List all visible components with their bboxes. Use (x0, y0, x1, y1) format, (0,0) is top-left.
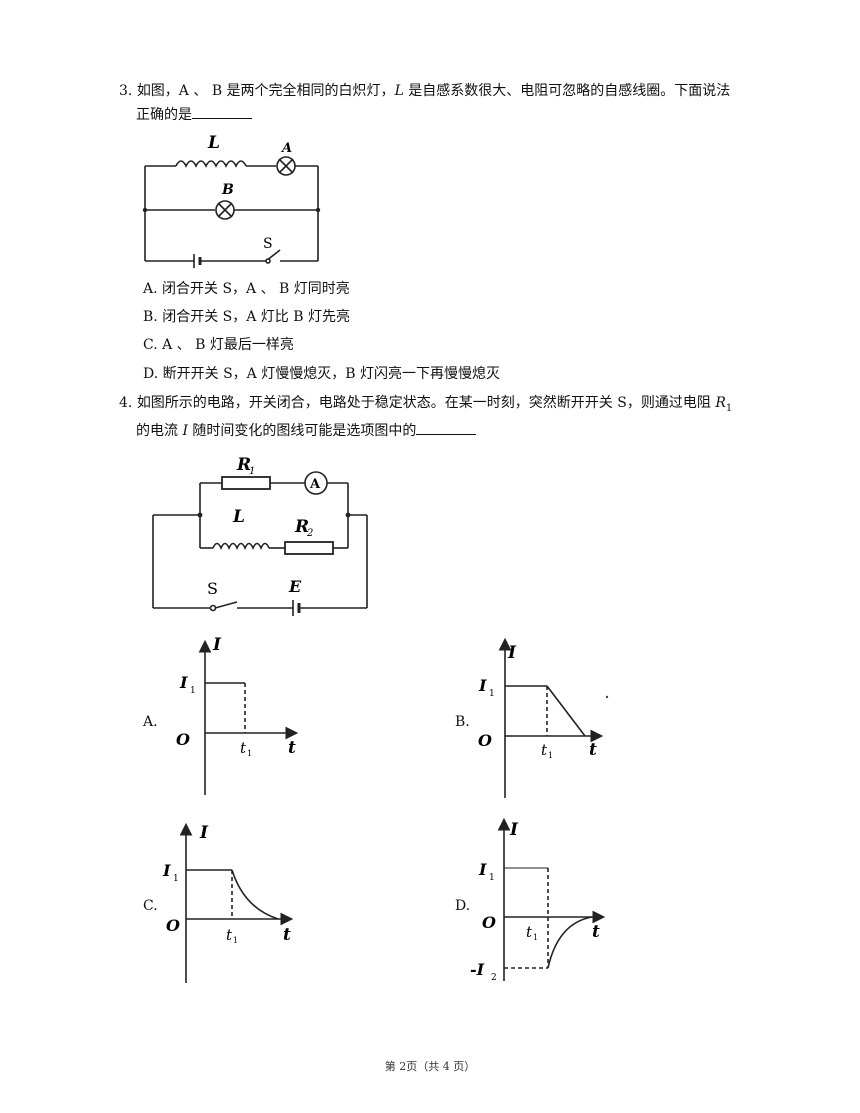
svg-text:1: 1 (489, 689, 495, 699)
graph-d[interactable]: I I 1 O t 1 t -I 2 (468, 813, 618, 985)
q3-option-a[interactable]: A. 闭合开关 S，A 、 B 灯同时亮 (143, 281, 350, 297)
lamp-a-label: A (280, 141, 292, 156)
svg-text:1: 1 (190, 686, 196, 696)
svg-text:2: 2 (491, 973, 497, 983)
q4-stem: 4. 如图所示的电路，开关闭合，电路处于稳定状态。在某一时刻，突然断开开关 S，… (119, 395, 733, 414)
svg-text:1: 1 (548, 751, 553, 760)
svg-text:-I: -I (470, 960, 485, 979)
q3-option-c[interactable]: C. A 、 B 灯最后一样亮 (143, 337, 294, 353)
switch-label: S (263, 236, 273, 252)
graph-b[interactable]: I I 1 O t 1 t (475, 633, 625, 803)
q4-circuit-diagram: R 1 A L R 2 S E (152, 455, 368, 616)
ammeter-label: A (309, 477, 321, 492)
inductor-coil (175, 160, 247, 168)
inductor-label: L (232, 507, 245, 527)
svg-text:t: t (226, 926, 233, 944)
inductor-label: L (207, 133, 220, 153)
answer-blank[interactable] (416, 420, 477, 435)
q3-option-d[interactable]: D. 断开开关 S，A 灯慢慢熄灭，B 灯闪亮一下再慢慢熄灭 (143, 366, 500, 382)
svg-text:I: I (212, 635, 222, 655)
answer-blank[interactable] (192, 104, 252, 119)
svg-text:2: 2 (306, 528, 313, 539)
svg-text:1: 1 (489, 873, 495, 883)
q3-circuit-diagram: L A B S (142, 133, 321, 268)
emf-label: E (288, 577, 302, 596)
lamp-b-label: B (221, 182, 234, 198)
inductor-coil (212, 542, 270, 550)
svg-text:I: I (162, 861, 171, 880)
switch-label: S (207, 579, 218, 598)
svg-text:I: I (478, 676, 487, 695)
resistor-r2 (284, 541, 334, 555)
svg-text:1: 1 (233, 936, 238, 945)
svg-text:I: I (478, 860, 487, 879)
q4-stem-line2: 的电流 I 随时间变化的图线可能是选项图中的 (136, 420, 477, 442)
resistor-r1 (221, 476, 271, 490)
svg-text:I: I (507, 643, 517, 663)
svg-text:t: t (592, 922, 600, 942)
svg-text:O: O (482, 913, 496, 932)
svg-text:O: O (478, 731, 492, 750)
graph-b-label[interactable]: B. (455, 714, 470, 730)
svg-text:t: t (526, 923, 533, 941)
svg-text:t: t (288, 738, 296, 758)
switch-s (214, 601, 238, 609)
svg-text:t: t (283, 925, 291, 945)
graph-d-label[interactable]: D. (455, 898, 471, 914)
svg-text:1: 1 (249, 466, 255, 477)
svg-text:1: 1 (247, 749, 252, 758)
graph-a[interactable]: I I 1 O t 1 t (170, 635, 310, 800)
svg-text:I: I (509, 820, 519, 840)
graph-c-label[interactable]: C. (143, 898, 158, 914)
r2-label: R (294, 517, 309, 537)
r1-label: R (236, 455, 251, 475)
svg-text:t: t (240, 739, 247, 757)
svg-text:t: t (589, 740, 597, 760)
svg-text:1: 1 (173, 874, 179, 884)
graph-a-label[interactable]: A. (143, 714, 158, 730)
page-footer: 第 2页（共 4 页） (384, 1060, 476, 1073)
svg-text:O: O (166, 916, 180, 935)
svg-text:1: 1 (533, 933, 538, 942)
graph-c[interactable]: I I 1 O t 1 t (162, 818, 307, 986)
svg-text:t: t (541, 741, 548, 759)
q3-stem: 3. 如图，A 、 B 是两个完全相同的白炽灯，L 是自感系数很大、电阻可忽略的… (119, 83, 731, 99)
q3-option-b[interactable]: B. 闭合开关 S，A 灯比 B 灯先亮 (143, 309, 350, 325)
svg-text:I: I (179, 673, 188, 692)
q3-stem-line2: 正确的是 (136, 104, 252, 126)
svg-text:I: I (199, 823, 209, 843)
svg-text:O: O (176, 730, 190, 749)
